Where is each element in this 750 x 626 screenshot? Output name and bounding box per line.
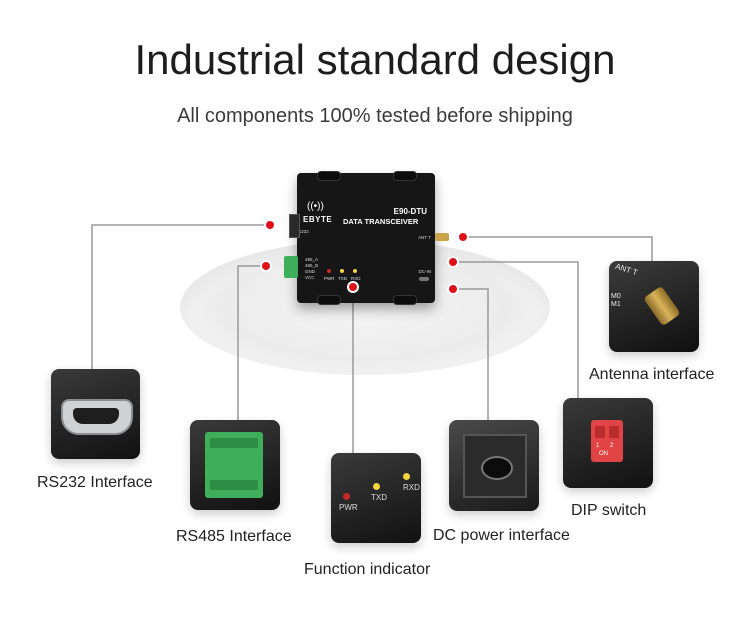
dip-mark: ON: [599, 451, 608, 457]
rxd-led: [403, 473, 410, 480]
led-label: RXD: [403, 483, 420, 492]
dtu-device: ((•)) EBYTE E90-DTU DATA TRANSCEIVER RS2…: [295, 171, 435, 305]
dc-marker-dot: [449, 285, 457, 293]
line-antenna: [463, 236, 653, 264]
db9-shell: [61, 399, 133, 435]
dc-housing: [463, 434, 527, 498]
dip-detail-panel: 1 2 ON: [563, 398, 653, 488]
line-dc: [453, 288, 489, 420]
dc-jack: [419, 277, 429, 281]
rs232-connector: [289, 214, 300, 238]
page-title: Industrial standard design: [134, 36, 616, 83]
txd-led: [340, 269, 344, 273]
sma-connector: [643, 285, 681, 327]
rxd-led: [353, 269, 357, 273]
rs232-marker-dot: [266, 221, 274, 229]
dip-toggle: [595, 426, 605, 438]
dip-label: DIP switch: [571, 502, 647, 519]
rs485-label: RS485 Interface: [176, 528, 292, 545]
dip-marker-dot: [449, 258, 457, 266]
led-label: RXD: [351, 276, 361, 281]
terminal-block: [205, 432, 263, 498]
dc-jack-hole: [481, 456, 513, 480]
dc-label: DC power interface: [433, 527, 570, 544]
device-name: DATA TRANSCEIVER: [343, 217, 419, 226]
indicator-detail-panel: PWR TXD RXD: [331, 453, 421, 543]
line-dip: [453, 261, 579, 398]
rs232-label: RS232 Interface: [37, 474, 153, 491]
port-label: 485_A: [305, 257, 319, 262]
dc-port-label: DC-IN: [418, 269, 432, 274]
antenna-label: Antenna interface: [589, 366, 715, 383]
antenna-port-label: ANT T: [418, 235, 431, 240]
antenna-connector: [435, 233, 449, 241]
mount-ear: [317, 171, 341, 181]
pwr-led: [343, 493, 350, 500]
wireless-icon: ((•)): [307, 201, 324, 212]
device-brand: EBYTE: [303, 215, 333, 224]
dip-mark: 2: [610, 443, 614, 449]
indicator-marker-dot: [349, 283, 357, 291]
antenna-panel-label: M0: [611, 293, 621, 300]
terminal-screws: [210, 438, 258, 448]
antenna-panel-label: ANT T: [614, 261, 639, 278]
device-model: E90-DTU: [393, 207, 427, 216]
led-label: TXD: [371, 493, 387, 502]
page-subtitle: All components 100% tested before shippi…: [177, 105, 573, 127]
rs232-port-label: RS232: [295, 229, 309, 234]
rs232-detail-panel: [51, 369, 140, 459]
port-label: VCC: [305, 275, 315, 280]
terminal-slots: [210, 480, 258, 490]
indicator-label: Function indicator: [304, 561, 431, 578]
pwr-led: [327, 269, 331, 273]
port-label: GND: [305, 269, 315, 274]
line-rs485: [237, 265, 266, 422]
rs485-terminal: [284, 256, 298, 278]
line-rs232: [91, 224, 270, 372]
dip-switch-body: 1 2 ON: [591, 420, 623, 462]
port-label: 485_B: [305, 263, 319, 268]
mount-ear: [393, 295, 417, 305]
mount-ear: [317, 295, 341, 305]
antenna-marker-dot: [459, 233, 467, 241]
dip-toggle: [609, 426, 619, 438]
rs485-detail-panel: [190, 420, 280, 510]
db9-pins: [73, 408, 119, 424]
antenna-panel-label: M1: [611, 301, 621, 308]
dc-detail-panel: [449, 420, 539, 511]
txd-led: [373, 483, 380, 490]
led-label: PWR: [339, 503, 358, 512]
led-label: TXD: [338, 276, 347, 281]
mount-ear: [393, 171, 417, 181]
dip-mark: 1: [596, 443, 600, 449]
led-label: PWR: [324, 276, 335, 281]
antenna-detail-panel: ANT T M0 M1: [609, 261, 699, 352]
rs485-marker-dot: [262, 262, 270, 270]
